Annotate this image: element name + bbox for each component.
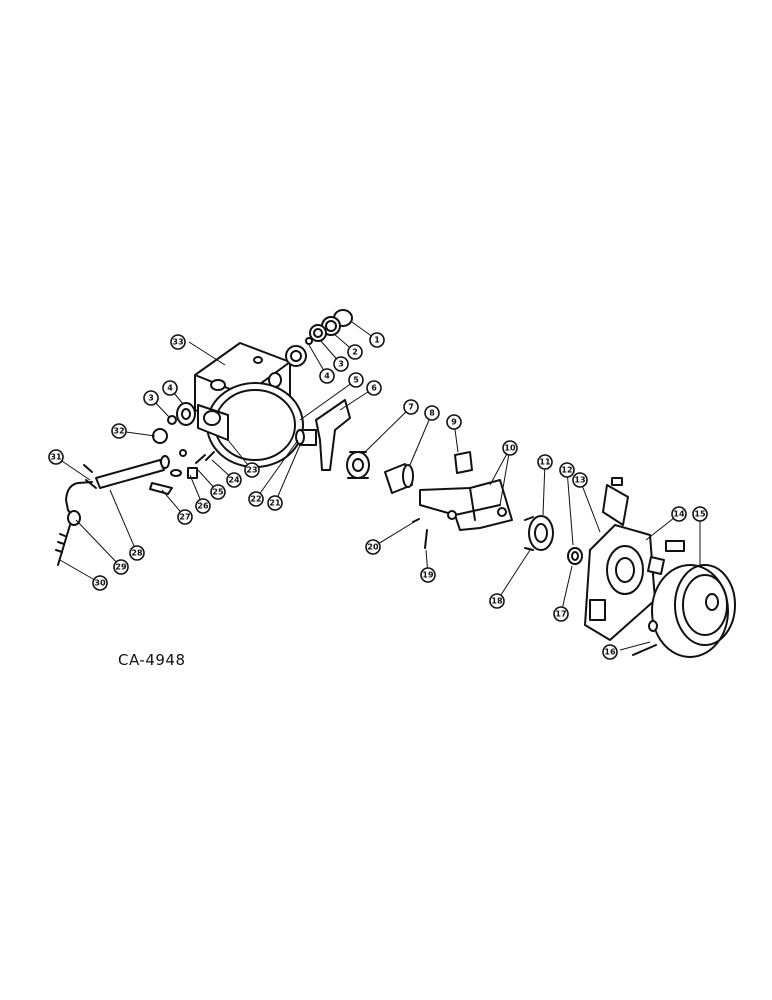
svg-text:11: 11 [539,458,551,467]
callout-6: 6 [366,380,382,396]
callout-15: 15 [692,506,708,522]
svg-text:8: 8 [429,409,435,418]
callout-19: 19 [420,567,436,583]
callout-23: 23 [244,462,260,478]
callout-28: 28 [129,545,145,561]
callout-30: 30 [92,575,108,591]
svg-text:20: 20 [367,543,379,552]
callout-7: 7 [403,399,419,415]
svg-text:19: 19 [422,571,434,580]
svg-text:29: 29 [115,563,127,572]
callout-25: 25 [210,484,226,500]
svg-text:4: 4 [167,384,173,393]
callout-1: 1 [369,332,385,348]
svg-text:25: 25 [212,488,224,497]
callout-26: 26 [195,498,211,514]
leader-lines [55,321,701,651]
callout-10: 10 [502,440,518,456]
callout-3: 3 [333,356,349,372]
svg-text:1: 1 [374,336,380,345]
callout-14: 14 [671,506,687,522]
svg-text:3: 3 [338,360,344,369]
callout-17: 17 [553,606,569,622]
svg-text:23: 23 [246,466,257,475]
callout-2: 2 [347,344,363,360]
callout-18: 18 [489,593,505,609]
svg-text:12: 12 [561,466,572,475]
drive-pulley [632,564,736,658]
svg-text:18: 18 [491,597,503,606]
svg-text:28: 28 [131,549,143,558]
callout-32: 32 [111,423,127,439]
svg-text:24: 24 [228,476,240,485]
callout-21: 21 [267,495,283,511]
gearbox-housing [194,342,304,468]
callout-4: 4 [319,368,335,384]
seal-stack [285,309,353,367]
svg-text:15: 15 [694,510,706,519]
callout-16: 16 [602,644,618,660]
callout-31: 31 [48,449,64,465]
svg-text:26: 26 [197,502,209,511]
svg-text:13: 13 [574,476,585,485]
callout-4-left: 4 [162,380,178,396]
callout-12: 12 [559,462,575,478]
svg-text:30: 30 [94,579,106,588]
svg-text:16: 16 [604,648,616,657]
callout-8: 8 [424,405,440,421]
svg-text:7: 7 [408,403,414,412]
svg-text:17: 17 [555,610,566,619]
gear-shaft [419,451,513,531]
svg-text:10: 10 [504,444,516,453]
left-bearing-set [152,402,196,444]
svg-text:31: 31 [50,453,62,462]
svg-text:21: 21 [269,499,281,508]
callout-9: 9 [446,414,462,430]
callout-20: 20 [365,539,381,555]
callout-5: 5 [348,372,364,388]
callout-33: 33 [170,334,186,350]
callout-27: 27 [177,509,193,525]
svg-text:4: 4 [324,372,330,381]
callout-11: 11 [537,454,553,470]
callout-29: 29 [113,559,129,575]
drawing-code-label: CA-4948 [118,651,186,669]
svg-text:32: 32 [113,427,124,436]
callout-22: 22 [248,491,264,507]
svg-text:27: 27 [179,513,190,522]
svg-text:9: 9 [451,418,457,427]
svg-text:22: 22 [250,495,261,504]
mounting-bracket [584,477,685,641]
svg-text:3: 3 [148,394,154,403]
shift-fork-assembly [295,399,414,494]
output-bearing [524,515,583,565]
callout-13: 13 [572,472,588,488]
svg-text:14: 14 [673,510,685,519]
callout-3-left: 3 [143,390,159,406]
svg-text:33: 33 [172,338,183,347]
svg-text:5: 5 [353,376,359,385]
control-lever [55,449,428,566]
callout-24: 24 [226,472,242,488]
svg-text:6: 6 [371,384,377,393]
svg-text:2: 2 [352,348,358,357]
